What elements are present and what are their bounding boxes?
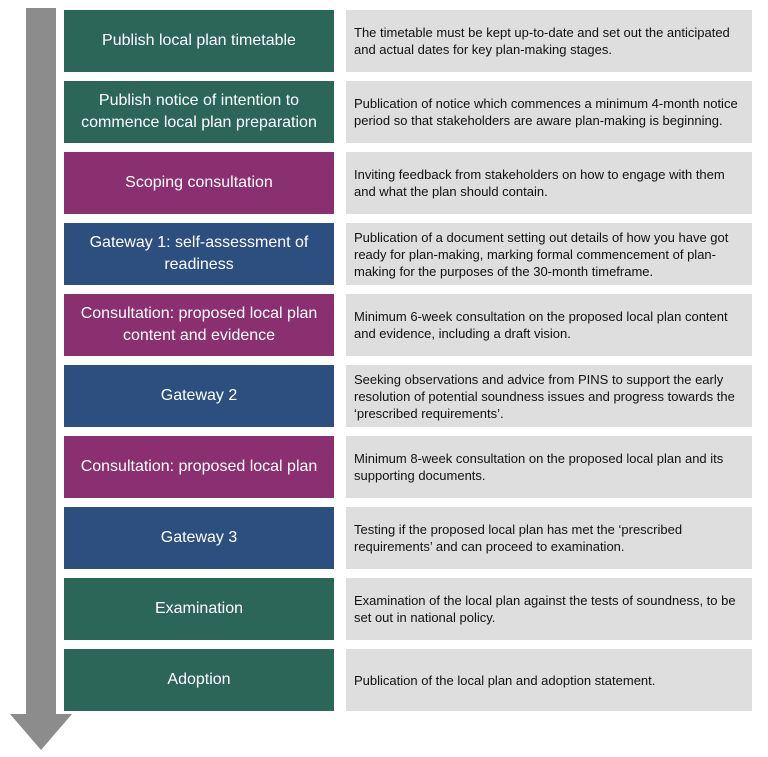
description-text: Publication of the local plan and adopti… — [354, 672, 656, 688]
stage-box: Consultation: proposed local plan — [64, 436, 334, 498]
stage-box: Publish notice of intention to commence … — [64, 81, 334, 143]
step-gateway-3: Gateway 3 Testing if the proposed local … — [64, 507, 752, 569]
description-text: The timetable must be kept up-to-date an… — [354, 25, 730, 57]
description-box: Publication of a document setting out de… — [346, 223, 752, 285]
stage-box: Scoping consultation — [64, 152, 334, 214]
description-box: Publication of the local plan and adopti… — [346, 649, 752, 711]
description-box: Minimum 6-week consultation on the propo… — [346, 294, 752, 356]
description-text: Examination of the local plan against th… — [354, 593, 736, 625]
description-text: Inviting feedback from stakeholders on h… — [354, 167, 725, 199]
description-text: Publication of a document setting out de… — [354, 229, 729, 279]
stage-box: Gateway 1: self-assessment of readiness — [64, 223, 334, 285]
description-box: Testing if the proposed local plan has m… — [346, 507, 752, 569]
step-consultation-content-evidence: Consultation: proposed local plan conten… — [64, 294, 752, 356]
description-text: Testing if the proposed local plan has m… — [354, 522, 683, 554]
description-box: Inviting feedback from stakeholders on h… — [346, 152, 752, 214]
step-consultation-proposed-plan: Consultation: proposed local plan Minimu… — [64, 436, 752, 498]
description-text: Minimum 8-week consultation on the propo… — [354, 451, 724, 483]
stage-box: Gateway 2 — [64, 365, 334, 427]
step-publish-timetable: Publish local plan timetable The timetab… — [64, 10, 752, 72]
step-scoping-consultation: Scoping consultation Inviting feedback f… — [64, 152, 752, 214]
description-text: Seeking observations and advice from PIN… — [354, 371, 735, 421]
step-notice-of-intention: Publish notice of intention to commence … — [64, 81, 752, 143]
stage-box: Gateway 3 — [64, 507, 334, 569]
description-box: The timetable must be kept up-to-date an… — [346, 10, 752, 72]
arrow-shape — [10, 8, 72, 750]
stage-box: Examination — [64, 578, 334, 640]
step-gateway-2: Gateway 2 Seeking observations and advic… — [64, 365, 752, 427]
stage-box: Consultation: proposed local plan conten… — [64, 294, 334, 356]
stage-box: Adoption — [64, 649, 334, 711]
description-box: Publication of notice which commences a … — [346, 81, 752, 143]
step-examination: Examination Examination of the local pla… — [64, 578, 752, 640]
description-text: Publication of notice which commences a … — [354, 96, 738, 128]
description-box: Minimum 8-week consultation on the propo… — [346, 436, 752, 498]
description-box: Examination of the local plan against th… — [346, 578, 752, 640]
step-gateway-1: Gateway 1: self-assessment of readiness … — [64, 223, 752, 285]
description-box: Seeking observations and advice from PIN… — [346, 365, 752, 427]
step-adoption: Adoption Publication of the local plan a… — [64, 649, 752, 711]
timeline-down-arrow — [10, 8, 72, 750]
description-text: Minimum 6-week consultation on the propo… — [354, 309, 728, 341]
stage-box: Publish local plan timetable — [64, 10, 334, 72]
